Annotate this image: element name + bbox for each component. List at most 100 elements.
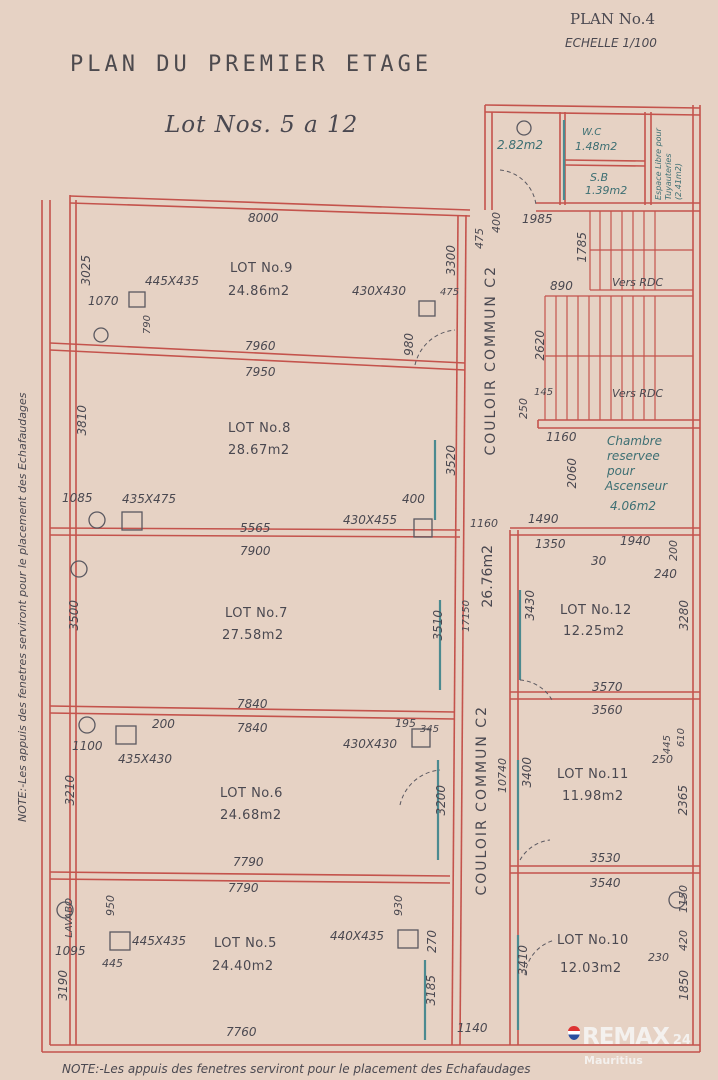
dimension: 1985 bbox=[522, 212, 553, 226]
lavabo-label: LAVABO bbox=[64, 898, 75, 938]
dimension: 475 bbox=[473, 228, 486, 249]
plan-scale: ECHELLE 1/100 bbox=[565, 36, 657, 50]
dimension: 250 bbox=[517, 398, 530, 419]
dimension: 270 bbox=[425, 930, 439, 953]
corridor-label-1: COULOIR COMMUN C2 bbox=[483, 265, 499, 456]
dimension: 1160 bbox=[546, 430, 577, 444]
dimension: 430X455 bbox=[343, 513, 398, 527]
dimension: 400 bbox=[402, 492, 425, 506]
wc-area: 1.48m2 bbox=[575, 140, 618, 153]
dimension: 420 bbox=[677, 930, 690, 951]
dimension: 440X435 bbox=[330, 929, 385, 943]
dimension: 3410 bbox=[516, 945, 530, 976]
dimension: 2060 bbox=[565, 458, 579, 489]
dimension: 3540 bbox=[590, 876, 621, 890]
balloon-logo-icon bbox=[568, 1026, 580, 1040]
lot-7-area: 27.58m2 bbox=[222, 628, 284, 643]
dimension: 2620 bbox=[533, 330, 547, 361]
dimension: 1085 bbox=[62, 491, 93, 505]
watermark-brand: REMAX bbox=[582, 1024, 670, 1050]
dimension: 7950 bbox=[245, 365, 276, 379]
lot-range: Lot Nos. 5 a 12 bbox=[165, 112, 359, 138]
dimension: 10740 bbox=[496, 758, 509, 793]
dimension: 890 bbox=[550, 279, 573, 293]
dimension: 7840 bbox=[237, 697, 268, 711]
lobby-area: 2.82m2 bbox=[497, 138, 544, 152]
lot-11-area: 11.98m2 bbox=[562, 789, 624, 804]
dimension: 1850 bbox=[677, 970, 691, 1001]
lot-8-label: LOT No.8 bbox=[228, 421, 291, 436]
dimension: 1940 bbox=[620, 534, 651, 548]
dimension: 3185 bbox=[424, 975, 438, 1006]
lot-6-area: 24.68m2 bbox=[220, 808, 282, 823]
dimension: 7790 bbox=[228, 881, 259, 895]
dimension: 7760 bbox=[226, 1025, 257, 1039]
dimension: 3510 bbox=[431, 610, 445, 641]
dimension: 3560 bbox=[592, 703, 623, 717]
stairs-label-1: Vers RDC bbox=[612, 276, 664, 289]
dimension: 400 bbox=[490, 212, 503, 233]
lift-label-4: Ascenseur bbox=[605, 479, 668, 493]
lot-5-label: LOT No.5 bbox=[214, 936, 277, 951]
dimension: 445 bbox=[102, 957, 123, 970]
sb-label: S.B bbox=[590, 171, 609, 184]
dimension: 30 bbox=[591, 554, 607, 568]
dimension: 1785 bbox=[575, 232, 589, 263]
dimension: 3300 bbox=[444, 245, 458, 276]
dimension: 3210 bbox=[63, 775, 77, 806]
dimension: 240 bbox=[654, 567, 677, 581]
dimension: 17150 bbox=[461, 600, 472, 632]
dimension: 1150 bbox=[677, 885, 690, 913]
dimension: 1490 bbox=[528, 512, 559, 526]
pipe-space-label: Espace Libre pour Tuyauteries (2.41m2) bbox=[654, 128, 683, 200]
dimension: 250 bbox=[652, 753, 673, 766]
dimension: 3400 bbox=[520, 757, 534, 788]
lot-7-label: LOT No.7 bbox=[225, 606, 288, 621]
watermark-country: Mauritius bbox=[584, 1054, 643, 1067]
dimension: 3520 bbox=[444, 445, 458, 476]
dimension: 3430 bbox=[523, 590, 537, 621]
dimension: 145 bbox=[534, 387, 554, 398]
dimension: 430X430 bbox=[343, 737, 398, 751]
scaffolding-note-bottom: NOTE:-Les appuis des fenetres serviront … bbox=[62, 1062, 531, 1076]
dimension: 345 bbox=[420, 724, 440, 735]
dimension: 3530 bbox=[590, 851, 621, 865]
scaffolding-note-vertical: NOTE:-Les appuis des fenetres serviront … bbox=[16, 392, 29, 823]
lot-9-area: 24.86m2 bbox=[228, 284, 290, 299]
watermark-number: 24 bbox=[672, 1033, 691, 1048]
corridor-area: 26.76m2 bbox=[480, 545, 496, 608]
lot-5-area: 24.40m2 bbox=[212, 959, 274, 974]
dimension: 200 bbox=[667, 540, 680, 561]
dimension: 7840 bbox=[237, 721, 268, 735]
dimension: 435X430 bbox=[118, 752, 173, 766]
lot-12-area: 12.25m2 bbox=[563, 624, 625, 639]
lot-6-label: LOT No.6 bbox=[220, 786, 283, 801]
dimension: 430X430 bbox=[352, 284, 407, 298]
dimension: 930 bbox=[392, 895, 405, 916]
dimension: 7790 bbox=[233, 855, 264, 869]
dimension: 435X475 bbox=[122, 492, 177, 506]
lift-area: 4.06m2 bbox=[610, 499, 657, 513]
wc-label: W.C bbox=[582, 127, 602, 138]
lot-9-label: LOT No.9 bbox=[230, 261, 293, 276]
dimension: 1140 bbox=[457, 1021, 488, 1035]
sb-area: 1.39m2 bbox=[585, 184, 628, 197]
dimension: 790 bbox=[142, 315, 153, 335]
dimension: 980 bbox=[402, 333, 416, 356]
dimension: 3190 bbox=[56, 970, 70, 1001]
dimension: 200 bbox=[152, 717, 175, 731]
lift-label-1: Chambre bbox=[607, 434, 662, 448]
dimension: 3500 bbox=[67, 600, 81, 631]
dimension: 475 bbox=[440, 287, 460, 298]
dimension: 610 bbox=[676, 728, 687, 748]
dimension: 1160 bbox=[470, 517, 498, 530]
stairs-label-2: Vers RDC bbox=[612, 387, 664, 400]
dimension: 1350 bbox=[535, 537, 566, 551]
dimension: 7960 bbox=[245, 339, 276, 353]
dimension: 445X435 bbox=[145, 274, 200, 288]
dimension: 1100 bbox=[72, 739, 103, 753]
dimension: 1070 bbox=[88, 294, 119, 308]
dimension: 1095 bbox=[55, 944, 86, 958]
dimension: 2365 bbox=[676, 785, 690, 816]
